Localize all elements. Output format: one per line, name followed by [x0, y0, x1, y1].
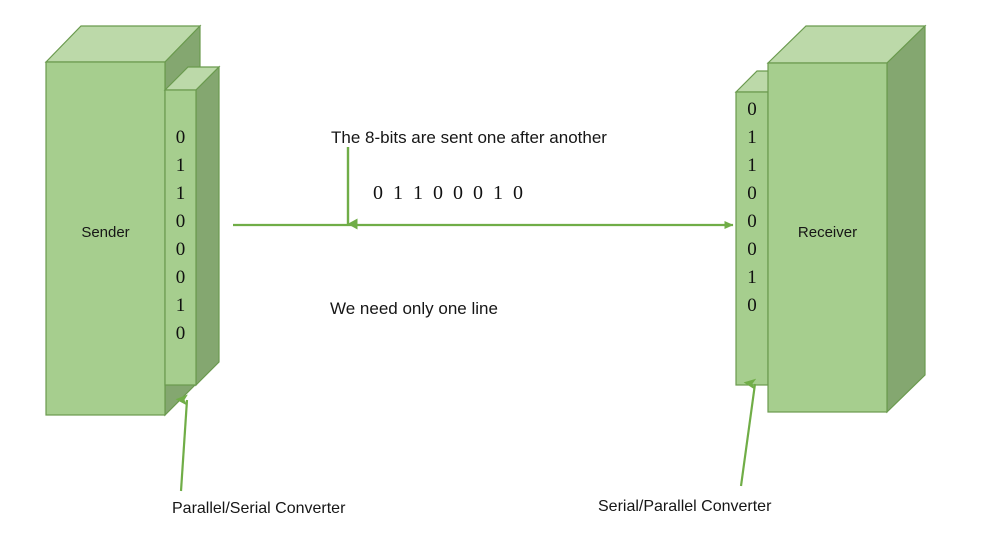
receiver-block [766, 24, 927, 414]
serial-bit-stream: 0 1 1 0 0 0 1 0 [373, 182, 523, 204]
sender-label: Sender [81, 224, 130, 241]
serial-parallel-converter-arrow [739, 378, 757, 487]
sender-bit: 0 [175, 239, 186, 260]
sender-bit: 1 [175, 295, 186, 316]
receiver-bit: 0 [747, 183, 757, 204]
serial-parallel-converter-label: Serial/Parallel Converter [598, 498, 772, 515]
one-line-note: We need only one line [330, 299, 498, 318]
receiver-register-bits: 0 1 1 0 0 0 1 0 [736, 96, 768, 320]
parallel-serial-converter-label: Parallel/Serial Converter [172, 500, 346, 517]
parallel-serial-converter-arrow [175, 394, 189, 492]
receiver-bit: 0 [747, 99, 757, 120]
receiver-label: Receiver [797, 224, 858, 241]
eight-bits-note: The 8-bits are sent one after another [331, 128, 607, 147]
sender-bit: 0 [175, 211, 186, 232]
receiver-bit: 0 [747, 295, 757, 316]
receiver-bit: 1 [747, 127, 757, 148]
receiver-bit: 0 [747, 211, 757, 232]
sender-register-front-face [164, 89, 197, 386]
receiver-bit: 0 [747, 239, 757, 260]
sender-bit: 0 [175, 267, 186, 288]
sender-bit: 1 [175, 183, 186, 204]
sender-box-front-face [45, 61, 166, 416]
sender-register-side-face [195, 65, 220, 387]
receiver-bit: 1 [747, 155, 757, 176]
sender-register-block [163, 65, 221, 387]
sender-bit: 1 [175, 155, 186, 176]
sender-bit: 0 [175, 323, 186, 344]
receiver-bit: 1 [747, 267, 757, 288]
receiver-box-front-face [767, 62, 888, 413]
sender-bit: 0 [175, 127, 186, 148]
receiver-box-side-face [886, 24, 926, 414]
sender-register-bits: 0 1 1 0 0 0 1 0 [165, 124, 196, 348]
